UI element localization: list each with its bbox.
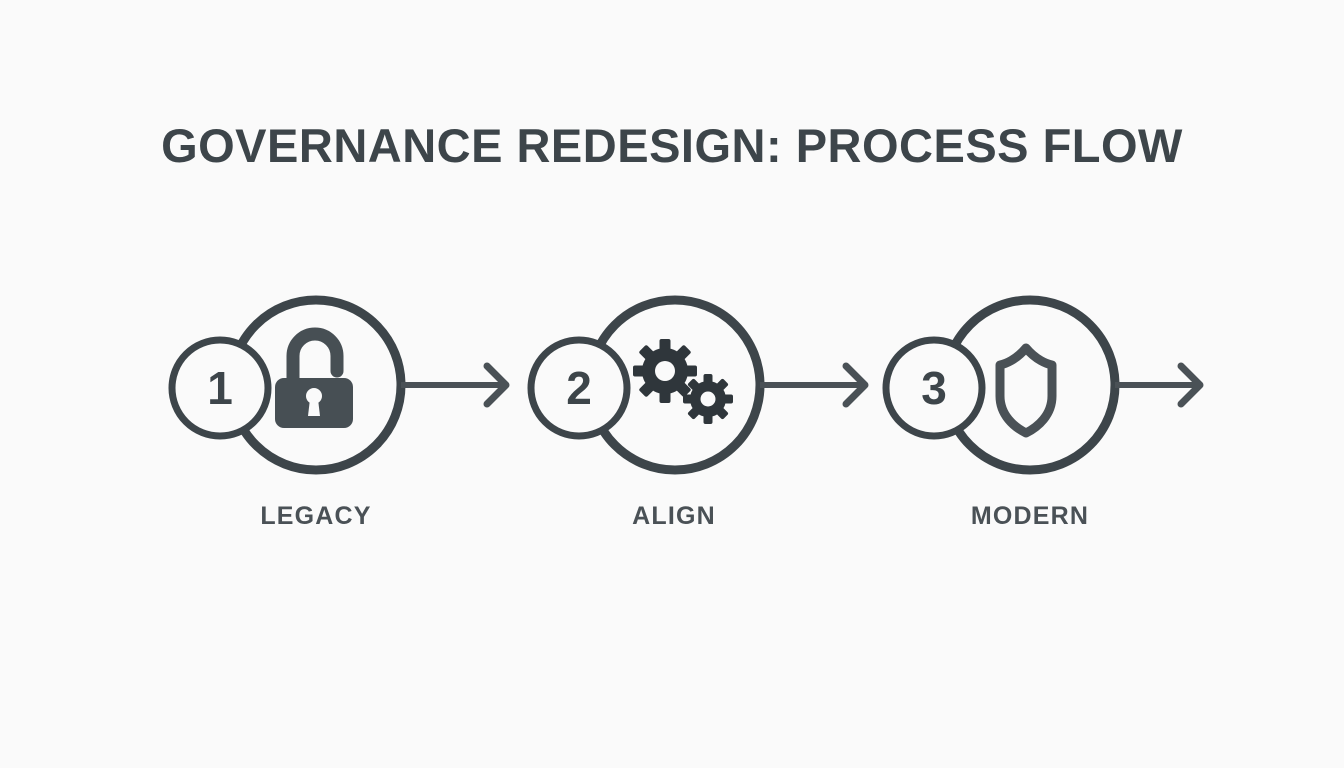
arrow-3-to-end	[1115, 362, 1204, 408]
arrow-2-to-3	[760, 362, 869, 408]
step-2-label: ALIGN	[632, 502, 716, 530]
step-3-label: MODERN	[970, 502, 1090, 530]
step-1-badge-circle[interactable]	[168, 336, 272, 440]
gears-icon	[633, 339, 733, 424]
step-3-group[interactable]: 3	[882, 295, 1120, 475]
step-3-badge-number: 3	[921, 362, 947, 414]
step-1-badge-number: 1	[207, 362, 233, 414]
arrow-1-to-2	[401, 362, 510, 408]
step-2-badge-number: 2	[566, 362, 592, 414]
step-2-group[interactable]: 2	[527, 295, 765, 475]
step-1-group[interactable]: 1	[168, 295, 406, 475]
step-2-badge-circle[interactable]	[527, 336, 631, 440]
step-3-badge-circle[interactable]	[882, 336, 986, 440]
step-1-label: LEGACY	[260, 502, 372, 530]
shield-icon	[995, 343, 1057, 438]
open-padlock-icon	[275, 327, 353, 428]
page-title: GOVERNANCE REDESIGN: PROCESS FLOW	[161, 119, 1183, 172]
